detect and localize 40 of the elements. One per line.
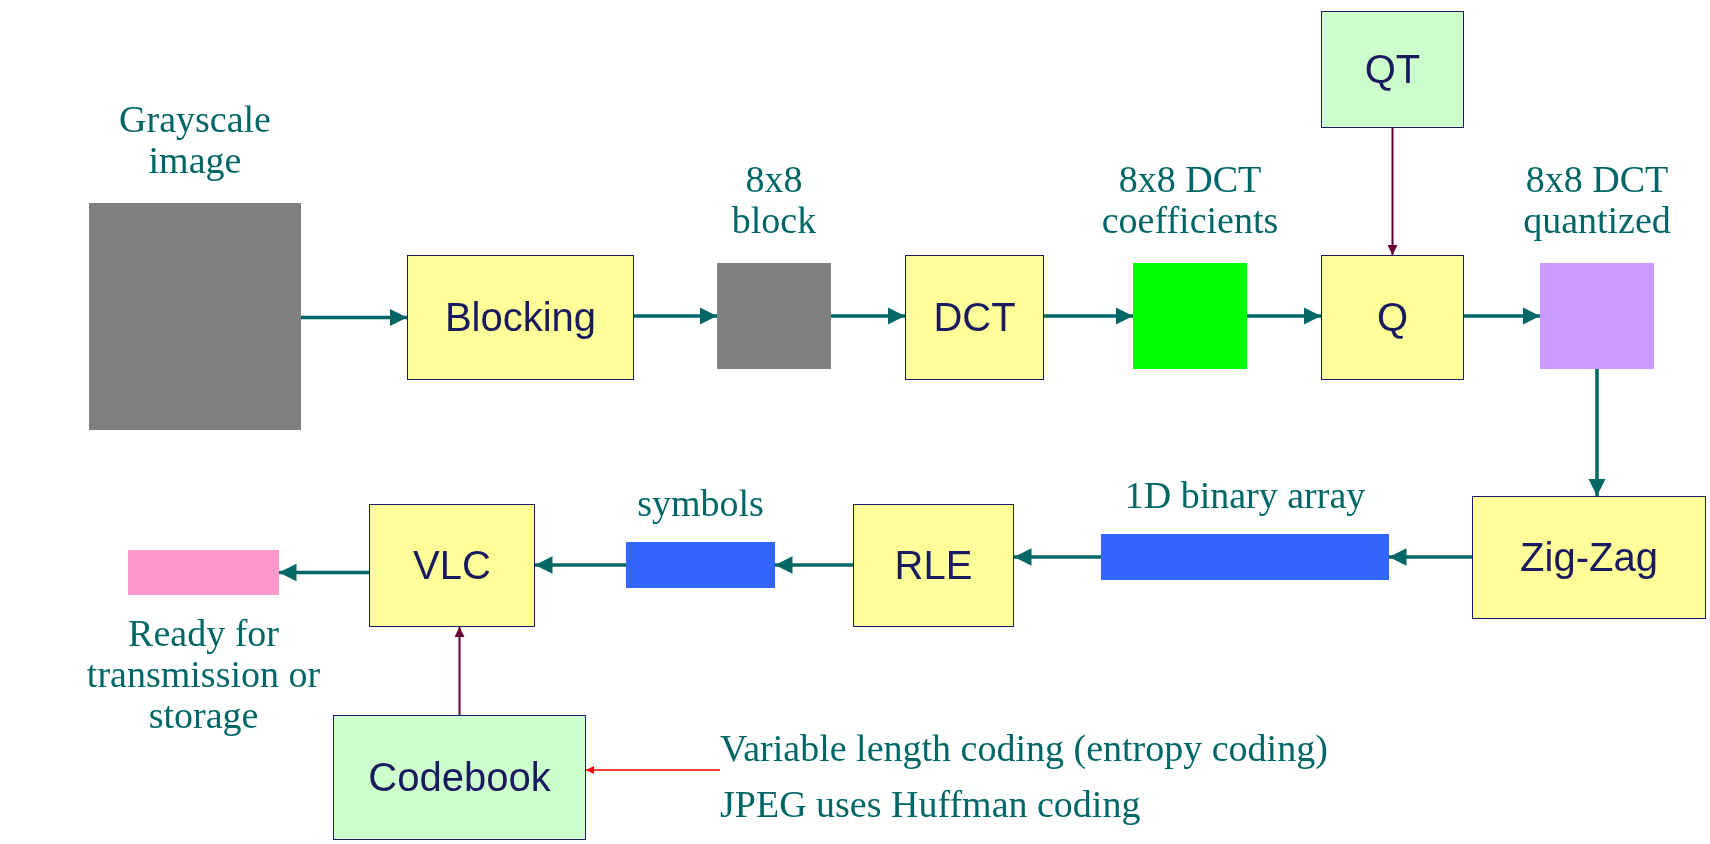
process-box — [1472, 496, 1706, 619]
process-box — [407, 255, 634, 380]
arrow — [454, 626, 465, 716]
process-box — [905, 255, 1044, 380]
process-label: DCT — [933, 295, 1016, 340]
process-box — [853, 504, 1014, 627]
arrow — [1044, 307, 1133, 325]
data-caption: 8x8 block — [730, 158, 818, 241]
arrow — [1389, 548, 1472, 566]
data-caption: 1D binary array — [1123, 474, 1367, 516]
arrow — [1588, 369, 1606, 496]
data-caption: symbols — [636, 482, 765, 524]
note-text: JPEG uses Huffman coding — [720, 782, 1141, 826]
process-label: Codebook — [368, 755, 551, 800]
arrow — [634, 307, 717, 325]
arrow — [1247, 307, 1321, 325]
arrow — [279, 563, 369, 582]
data-caption: 8x8 DCT coefficients — [1100, 158, 1280, 241]
process-box — [333, 715, 586, 840]
process-label: VLC — [413, 543, 491, 588]
process-box — [1321, 11, 1464, 128]
process-label: Zig-Zag — [1520, 535, 1658, 580]
process-box — [1321, 255, 1464, 380]
data-caption: Grayscale image — [118, 98, 272, 181]
process-label: Q — [1376, 295, 1409, 340]
process-label: RLE — [894, 543, 973, 588]
arrow — [831, 307, 905, 325]
arrow — [301, 308, 407, 327]
process-label: Blocking — [444, 295, 597, 340]
data-caption: 8x8 DCT quantized — [1522, 158, 1672, 241]
process-label: QT — [1364, 47, 1421, 92]
arrow — [1014, 548, 1101, 566]
data-caption: Ready for transmission or storage — [85, 613, 322, 737]
arrow — [1387, 127, 1398, 256]
arrow — [535, 556, 626, 574]
note-text: Variable length coding (entropy coding) — [720, 726, 1328, 770]
arrow — [1464, 307, 1540, 325]
arrow — [585, 766, 721, 774]
process-box — [369, 504, 535, 627]
arrow — [775, 556, 853, 574]
